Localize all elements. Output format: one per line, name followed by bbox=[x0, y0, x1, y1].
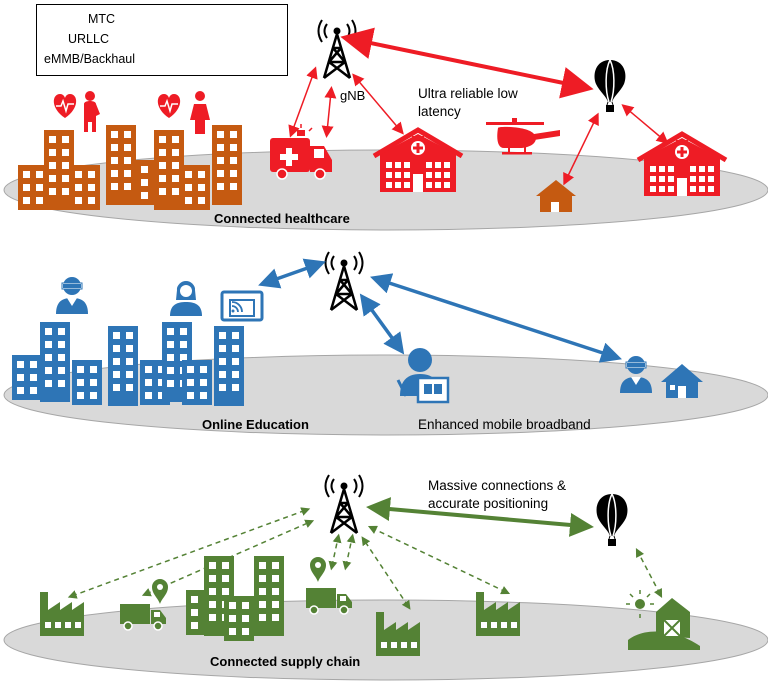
mtc-label-line2: accurate positioning bbox=[428, 496, 549, 511]
section-label-healthcare: Connected healthcare bbox=[214, 211, 350, 226]
helicopter-icon bbox=[486, 118, 560, 155]
urllc-label-line1: Ultra reliable low bbox=[418, 86, 518, 101]
factory-icon-left bbox=[40, 592, 84, 636]
pregnant-person-icon bbox=[84, 91, 100, 132]
legend-label-urllc: URLLC bbox=[68, 32, 109, 46]
urllc-label-line2: latency bbox=[418, 104, 461, 119]
legend-label-mtc: MTC bbox=[88, 12, 116, 26]
vr-person-icon-left bbox=[55, 276, 89, 315]
mtc-label-line1: Massive connections & bbox=[428, 478, 567, 493]
location-pin-icon-right bbox=[310, 557, 326, 582]
section-label-supply: Connected supply chain bbox=[210, 654, 361, 669]
tower-icon-healthcare bbox=[317, 18, 357, 80]
gnb-label: gNB bbox=[340, 88, 366, 103]
student-icon bbox=[396, 348, 450, 404]
legend-label-embb: eMMB/Backhaul bbox=[44, 52, 136, 66]
embb-label: Enhanced mobile broadband bbox=[418, 417, 591, 432]
house-icon-healthcare bbox=[536, 180, 576, 212]
factory-icon-right bbox=[476, 592, 520, 636]
barn-icon bbox=[626, 590, 700, 650]
person-icon bbox=[190, 91, 210, 134]
location-pin-icon-left bbox=[152, 579, 168, 604]
teacher-icon bbox=[170, 281, 202, 316]
tower-icon-education bbox=[324, 250, 364, 312]
heart-icon bbox=[53, 94, 77, 118]
backhaul-arrow-healthcare bbox=[340, 27, 594, 99]
legend bbox=[36, 4, 288, 76]
ambulance-icon bbox=[270, 124, 332, 180]
hospital-icon-center bbox=[374, 130, 462, 192]
embb-arrow bbox=[370, 273, 622, 363]
education-city bbox=[12, 322, 244, 406]
balloon-icon-healthcare bbox=[593, 59, 627, 113]
balloon-icon-supply bbox=[595, 493, 629, 547]
tower-icon-supply bbox=[324, 473, 364, 535]
house-icon-education bbox=[661, 364, 703, 398]
tablet-icon bbox=[220, 290, 264, 322]
heart-icon bbox=[157, 94, 181, 118]
section-label-education: Online Education bbox=[202, 417, 309, 432]
hospital-icon-right bbox=[638, 134, 726, 196]
backhaul-arrow-supply bbox=[366, 497, 594, 537]
healthcare-city bbox=[18, 125, 242, 210]
